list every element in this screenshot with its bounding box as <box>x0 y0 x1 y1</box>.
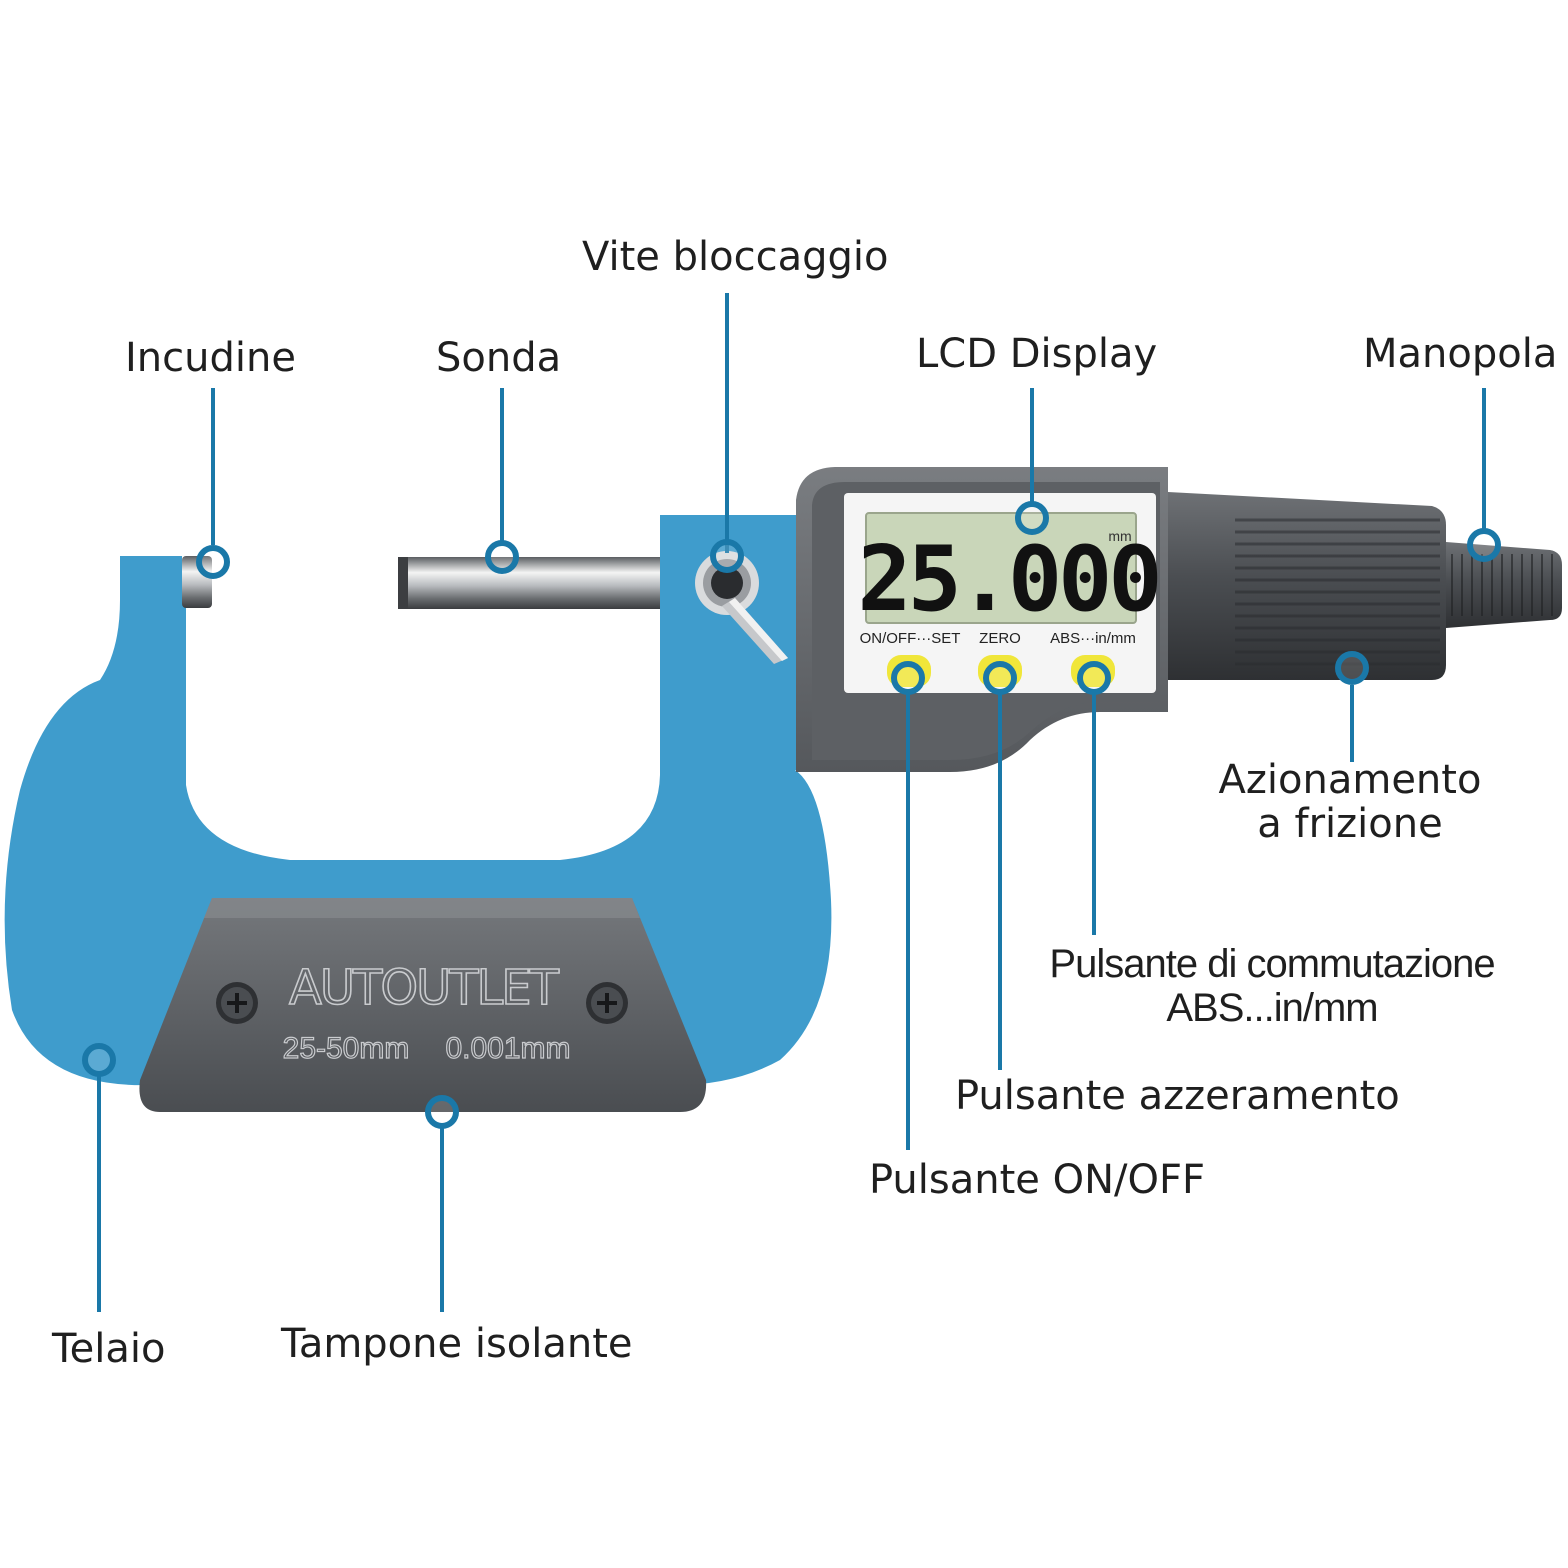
spindle <box>398 557 660 609</box>
label-pulsante-commutazione: Pulsante di commutazione ABS...in/mm <box>1049 942 1495 1030</box>
callout-ring-lcd-icon <box>1015 501 1049 535</box>
onoff-button-caption: ON/OFF···SET <box>860 630 961 647</box>
callout-ring-telaio-icon <box>82 1043 116 1077</box>
brand-logo: AUTOUTLET <box>289 960 560 1016</box>
label-pulsante-azzeramento: Pulsante azzeramento <box>955 1073 1400 1119</box>
digital-housing <box>796 467 1168 772</box>
lock-screw <box>695 551 788 664</box>
lcd-screen <box>865 512 1137 624</box>
phillips-screw-icon <box>586 982 628 1024</box>
callout-ring-vite-icon <box>710 539 744 573</box>
label-tampone-isolante: Tampone isolante <box>281 1321 633 1367</box>
insulating-pad <box>139 898 707 1112</box>
callout-ring-manopola-icon <box>1467 528 1501 562</box>
lcd-unit: mm <box>1108 528 1131 544</box>
abs-button-caption: ABS···in/mm <box>1050 630 1136 647</box>
label-manopola: Manopola <box>1363 331 1558 377</box>
label-azionamento: Azionamento a frizione <box>1218 757 1482 847</box>
callout-ring-sonda-icon <box>485 540 519 574</box>
leader-lines <box>97 293 1486 1312</box>
ratchet-knob <box>1446 542 1562 628</box>
resolution-text: 0.001mm <box>445 1032 570 1065</box>
label-pulsante-onoff: Pulsante ON/OFF <box>869 1157 1205 1203</box>
callout-rings <box>82 501 1501 1129</box>
label-lcd-display: LCD Display <box>916 331 1158 377</box>
label-incudine: Incudine <box>125 335 296 381</box>
callout-ring-incudine-icon <box>196 545 230 579</box>
callout-ring-onoff-icon <box>891 661 925 695</box>
zero-button-caption: ZERO <box>979 630 1021 647</box>
label-telaio: Telaio <box>52 1326 166 1372</box>
callout-ring-azionamento-icon <box>1335 651 1369 685</box>
label-vite-bloccaggio: Vite bloccaggio <box>582 234 889 280</box>
label-sonda: Sonda <box>436 335 562 381</box>
lcd-reading: 25.000 <box>857 527 1158 632</box>
phillips-screw-icon <box>216 982 258 1024</box>
thimble <box>1168 492 1446 680</box>
callout-ring-tampone-icon <box>425 1095 459 1129</box>
range-text: 25-50mm <box>283 1032 410 1065</box>
callout-ring-zero-icon <box>983 661 1017 695</box>
callout-ring-abs-icon <box>1077 661 1111 695</box>
